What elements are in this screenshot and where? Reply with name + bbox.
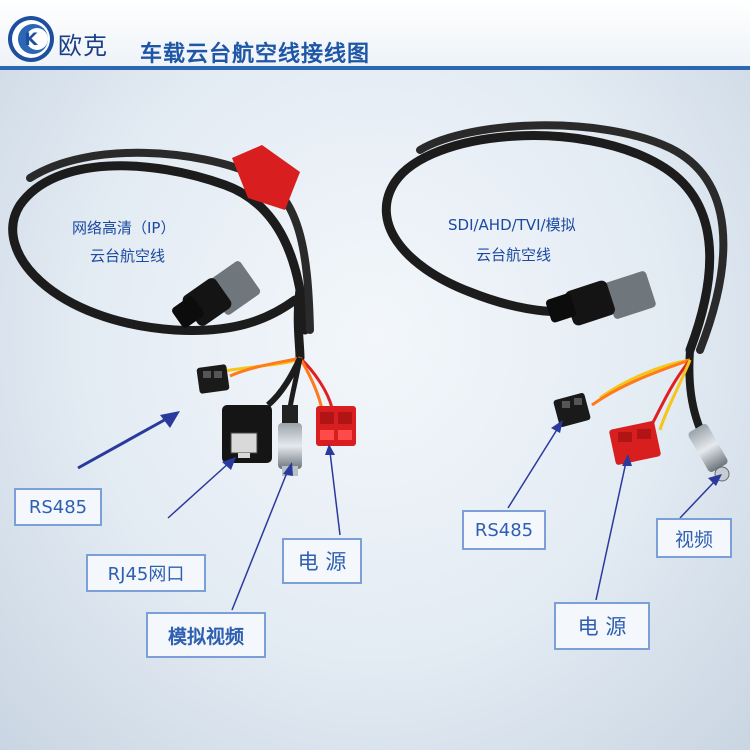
brand-logo-icon: K — [8, 16, 54, 62]
left-power-terminal — [316, 406, 356, 446]
left-video-label: 模拟视频 — [146, 612, 266, 658]
left-rj45-label: RJ45网口 — [86, 554, 206, 592]
leader-lines — [77, 416, 717, 611]
left-cable-caption-line2: 云台航空线 — [90, 247, 166, 265]
right-cable — [381, 121, 728, 444]
left-aviation-connector — [172, 261, 261, 328]
right-power-label: 电 源 — [554, 602, 650, 650]
left-rs485-terminal — [196, 364, 230, 394]
brand-name: 欧克 — [58, 32, 108, 60]
right-cable-caption-line2: 云台航空线 — [476, 246, 552, 264]
left-rj45-jack — [222, 405, 272, 463]
arrow-heads — [160, 411, 722, 486]
left-cable-caption-line1: 网络高清（IP） — [72, 219, 176, 237]
right-rs485-label: RS485 — [462, 510, 546, 550]
right-power-terminal — [609, 421, 661, 465]
left-power-label: 电 源 — [282, 538, 362, 584]
header-bar: K 欧克 车载云台航空线接线图 — [0, 0, 750, 70]
right-bnc-connector — [688, 424, 730, 482]
right-aviation-connector — [545, 271, 656, 326]
wiring-scene — [8, 121, 730, 611]
right-rs485-terminal — [553, 393, 591, 427]
logo-letter: K — [24, 30, 38, 50]
right-video-label: 视频 — [656, 518, 732, 558]
page-title: 车载云台航空线接线图 — [140, 42, 371, 67]
left-cable-tag — [232, 145, 300, 210]
right-cable-caption-line1: SDI/AHD/TVI/模拟 — [448, 216, 576, 234]
left-rs485-label: RS485 — [14, 488, 102, 526]
